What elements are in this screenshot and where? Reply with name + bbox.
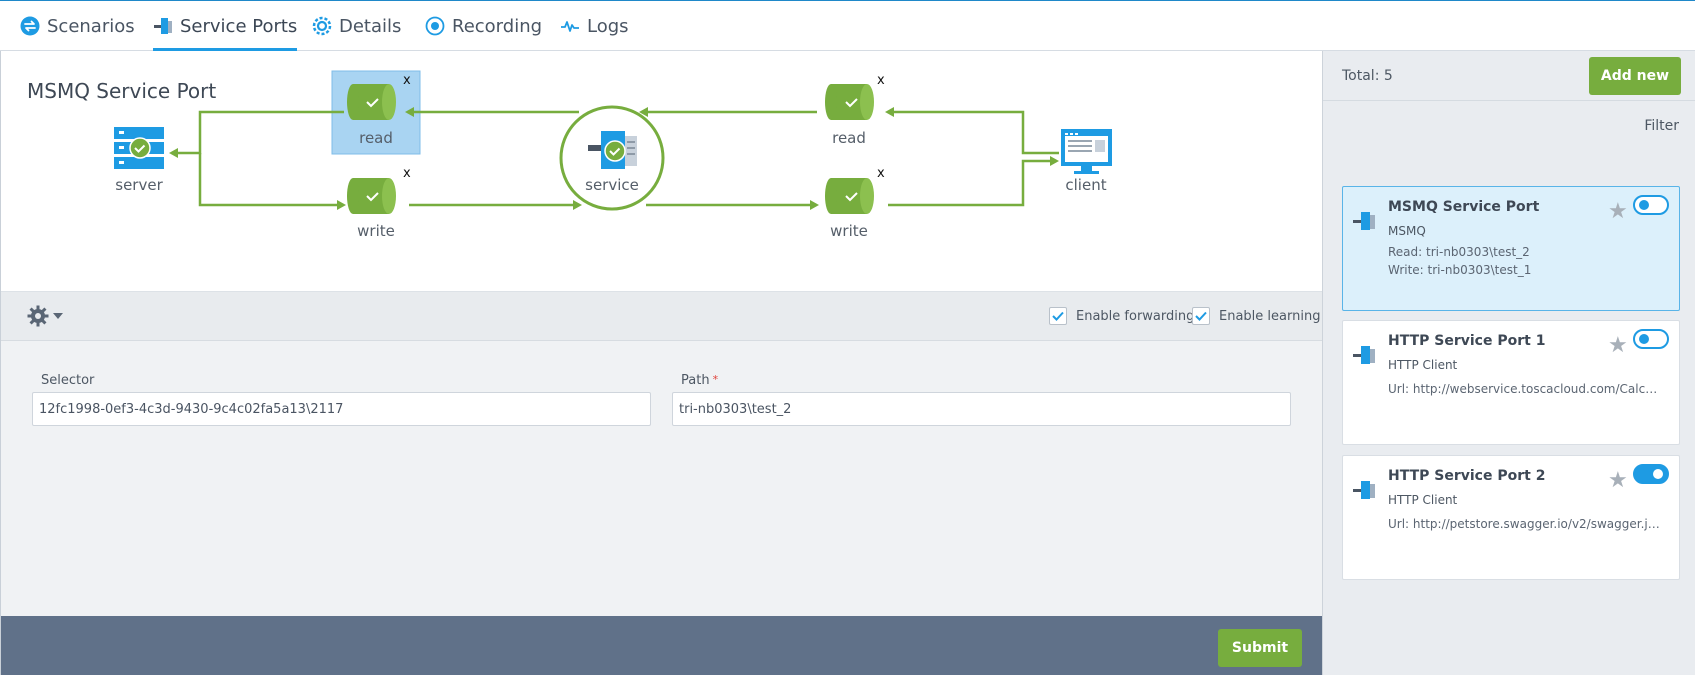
service-port-icon [1353, 478, 1377, 506]
service-label: service [585, 176, 639, 194]
filter-link[interactable]: Filter [1644, 118, 1679, 134]
service-port-icon [1353, 209, 1377, 237]
service-port-icon [153, 16, 173, 36]
gear-icon [312, 16, 332, 36]
form-footer: Submit [1, 616, 1322, 675]
service-port-card[interactable]: MSMQ Service Port MSMQ Read: tri-nb0303\… [1342, 186, 1680, 311]
checkmark-icon [1052, 311, 1064, 321]
star-icon[interactable]: ★ [1608, 333, 1628, 358]
enable-learning-label: Enable learning [1219, 308, 1321, 324]
card-type: HTTP Client [1388, 493, 1458, 507]
tab-recording[interactable]: Recording [425, 1, 542, 51]
tab-logs[interactable]: Logs [560, 1, 629, 51]
enable-toggle[interactable] [1633, 329, 1669, 349]
enable-toggle[interactable] [1633, 195, 1669, 215]
path-label-text: Path [681, 373, 710, 388]
port-settings-form: Selector 12fc1998-0ef3-4c3d-9430-9c4c02f… [1, 341, 1322, 616]
path-input[interactable]: tri-nb0303\test_2 [672, 392, 1291, 426]
tab-details-label: Details [339, 15, 402, 37]
record-icon [425, 16, 445, 36]
card-title: HTTP Service Port 1 [1388, 333, 1546, 349]
client-label: client [1065, 176, 1107, 194]
right-read-queue-icon[interactable] [825, 84, 874, 120]
tab-logs-label: Logs [587, 15, 629, 37]
tab-details[interactable]: Details [312, 1, 401, 51]
main-panel: MSMQ Service Port [0, 51, 1322, 675]
tab-service-ports-label: Service Ports [180, 15, 298, 37]
right-read-remove-button[interactable]: x [877, 73, 885, 88]
path-label: Path* [681, 373, 718, 388]
toggle-knob [1639, 334, 1649, 344]
service-port-card[interactable]: HTTP Service Port 1 HTTP Client Url: htt… [1342, 320, 1680, 445]
right-read-label: read [832, 129, 866, 147]
right-write-queue-icon[interactable] [825, 178, 874, 214]
card-type: MSMQ [1388, 224, 1426, 238]
checkbox-box [1049, 307, 1067, 325]
options-toolbar: Enable forwarding Enable learning [1, 291, 1322, 341]
card-type: HTTP Client [1388, 358, 1458, 372]
tab-recording-label: Recording [452, 15, 543, 37]
service-port-icon [1353, 343, 1377, 371]
card-detail: Read: tri-nb0303\test_2 [1388, 245, 1530, 259]
enable-toggle[interactable] [1633, 464, 1669, 484]
service-port-diagram: MSMQ Service Port [1, 51, 1322, 291]
right-write-remove-button[interactable]: x [877, 166, 885, 181]
enable-learning-checkbox[interactable]: Enable learning [1192, 307, 1320, 325]
card-title: MSMQ Service Port [1388, 199, 1540, 215]
checkmark-icon [1195, 311, 1207, 321]
service-port-card[interactable]: HTTP Service Port 2 HTTP Client Url: htt… [1342, 455, 1680, 580]
left-write-label: write [357, 222, 395, 240]
left-read-queue-icon[interactable] [347, 84, 396, 120]
left-write-remove-button[interactable]: x [403, 166, 411, 181]
star-icon[interactable]: ★ [1608, 468, 1628, 493]
checkbox-box [1192, 307, 1210, 325]
left-read-label: read [359, 129, 393, 147]
tab-service-ports[interactable]: Service Ports [153, 1, 298, 51]
service-ports-sidebar: Total: 5 Add new Filter MSMQ Service Por… [1322, 51, 1695, 675]
left-write-queue-icon[interactable] [347, 178, 396, 214]
server-icon[interactable] [114, 127, 164, 169]
total-count: Total: 5 [1342, 68, 1393, 84]
tab-scenarios-label: Scenarios [47, 15, 135, 37]
selector-label: Selector [41, 373, 95, 388]
client-monitor-icon[interactable] [1061, 129, 1112, 174]
enable-forwarding-checkbox[interactable]: Enable forwarding [1049, 307, 1194, 325]
settings-dropdown[interactable] [27, 305, 63, 327]
diagram-title: MSMQ Service Port [27, 79, 217, 103]
pulse-icon [560, 16, 580, 36]
gear-icon [27, 305, 49, 327]
selector-input[interactable]: 12fc1998-0ef3-4c3d-9430-9c4c02fa5a13\211… [32, 392, 651, 426]
top-tab-bar: Scenarios Service Ports Details Recordin… [0, 1, 1695, 51]
required-marker: * [712, 373, 719, 386]
toggle-knob [1653, 469, 1663, 479]
left-read-remove-button[interactable]: x [403, 73, 411, 88]
caret-down-icon [53, 313, 63, 319]
diagram-canvas [114, 70, 1112, 214]
submit-button[interactable]: Submit [1218, 629, 1302, 667]
star-icon[interactable]: ★ [1608, 199, 1628, 224]
diagram-arrowheads [169, 107, 1059, 210]
tab-scenarios[interactable]: Scenarios [20, 1, 135, 51]
server-label: server [115, 176, 163, 194]
service-node-icon[interactable] [559, 105, 665, 211]
exchange-icon [20, 16, 40, 36]
card-detail: Url: http://petstore.swagger.io/v2/swagg… [1388, 517, 1660, 531]
card-detail: Write: tri-nb0303\test_1 [1388, 263, 1532, 277]
diagram-connectors [175, 110, 1059, 207]
card-title: HTTP Service Port 2 [1388, 468, 1546, 484]
right-write-label: write [830, 222, 868, 240]
card-detail: Url: http://webservice.toscacloud.com/Ca… [1388, 382, 1660, 396]
enable-forwarding-label: Enable forwarding [1076, 308, 1195, 324]
sidebar-header: Total: 5 Add new [1323, 51, 1695, 101]
add-new-button[interactable]: Add new [1589, 57, 1681, 95]
toggle-knob [1639, 200, 1649, 210]
